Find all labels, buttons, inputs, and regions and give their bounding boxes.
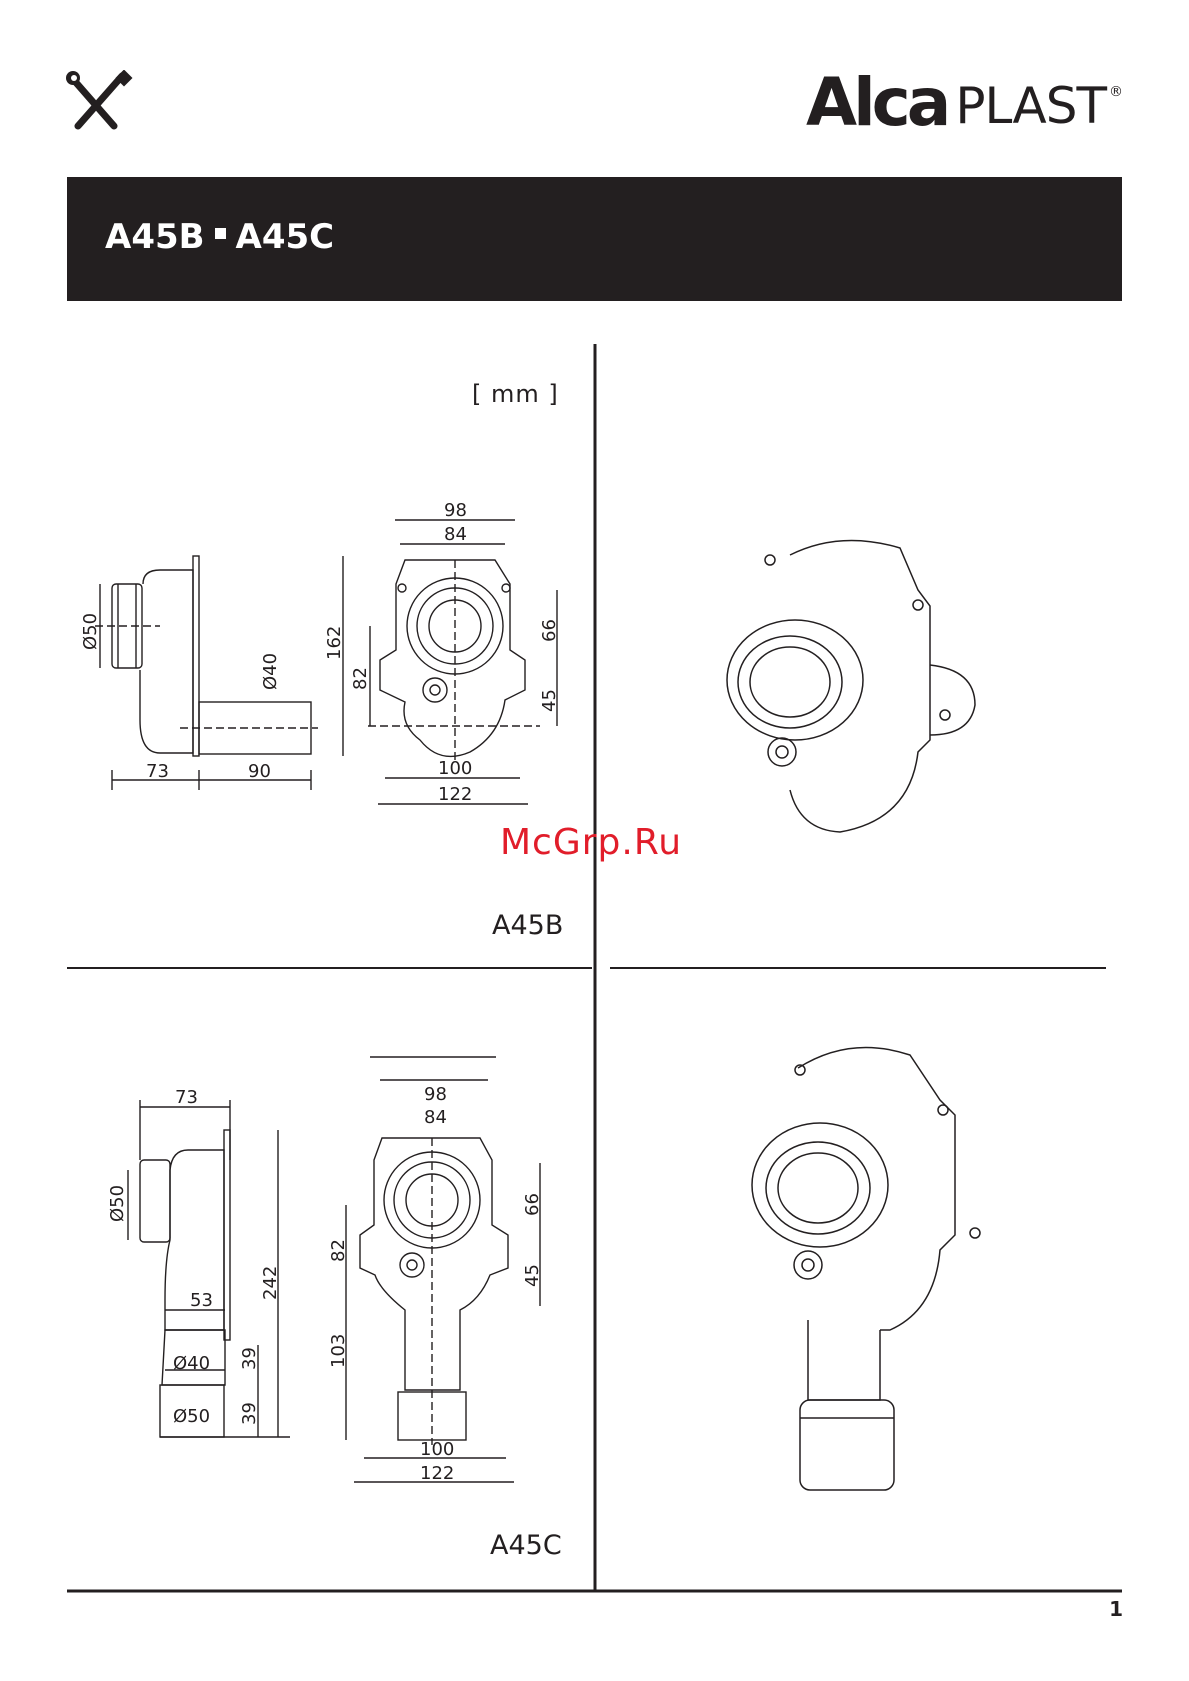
- a45c-dim-seg-b: 39: [239, 1402, 260, 1425]
- a45b-dim-h-mid: 45: [539, 689, 560, 712]
- a45c-dim-w-inner: 84: [424, 1107, 447, 1128]
- a45c-dim-d-outlet-a: Ø40: [173, 1353, 210, 1374]
- a45b-dim-d-outlet: Ø40: [260, 653, 281, 690]
- a45c-dim-h-pipe: 103: [328, 1334, 349, 1368]
- page-number: 1: [1109, 1597, 1123, 1621]
- a45c-dim-offset: 53: [190, 1290, 213, 1311]
- a45b-dim-w-outer: 98: [444, 500, 467, 521]
- a45c-dim-d-outlet-b: Ø50: [173, 1406, 210, 1427]
- a45c-dim-h-upper: 66: [522, 1193, 543, 1216]
- a45b-dim-h-upper: 66: [539, 619, 560, 642]
- a45b-dim-h-lower: 82: [350, 667, 371, 690]
- a45b-dim-d-inlet: Ø50: [80, 613, 101, 650]
- label-a45b: A45B: [492, 910, 563, 941]
- watermark: McGrp.Ru: [500, 822, 682, 863]
- a45c-dim-h-lower: 82: [328, 1239, 349, 1262]
- a45c-dim-height: 242: [260, 1266, 281, 1300]
- a45b-dim-depth: 73: [146, 761, 169, 782]
- a45b-side-view: [95, 556, 318, 790]
- a45c-dim-seg-a: 39: [239, 1347, 260, 1370]
- a45b-dim-w-inner: 84: [444, 524, 467, 545]
- a45b-dim-outlet-length: 90: [248, 761, 271, 782]
- a45c-dim-w-flange: 100: [420, 1439, 454, 1460]
- a45c-dim-d-inlet: Ø50: [107, 1185, 128, 1222]
- label-a45c: A45C: [490, 1530, 562, 1561]
- a45c-dim-depth: 73: [175, 1087, 198, 1108]
- a45c-product-illustration: [752, 1047, 980, 1490]
- a45b-dim-w-flange: 100: [438, 758, 472, 779]
- a45b-product-illustration: [727, 540, 975, 832]
- a45b-dim-height: 162: [324, 626, 345, 660]
- a45c-dim-w-total: 122: [420, 1463, 454, 1484]
- a45c-dim-w-outer: 98: [424, 1084, 447, 1105]
- a45c-dim-h-mid: 45: [522, 1264, 543, 1287]
- a45b-dim-w-total: 122: [438, 784, 472, 805]
